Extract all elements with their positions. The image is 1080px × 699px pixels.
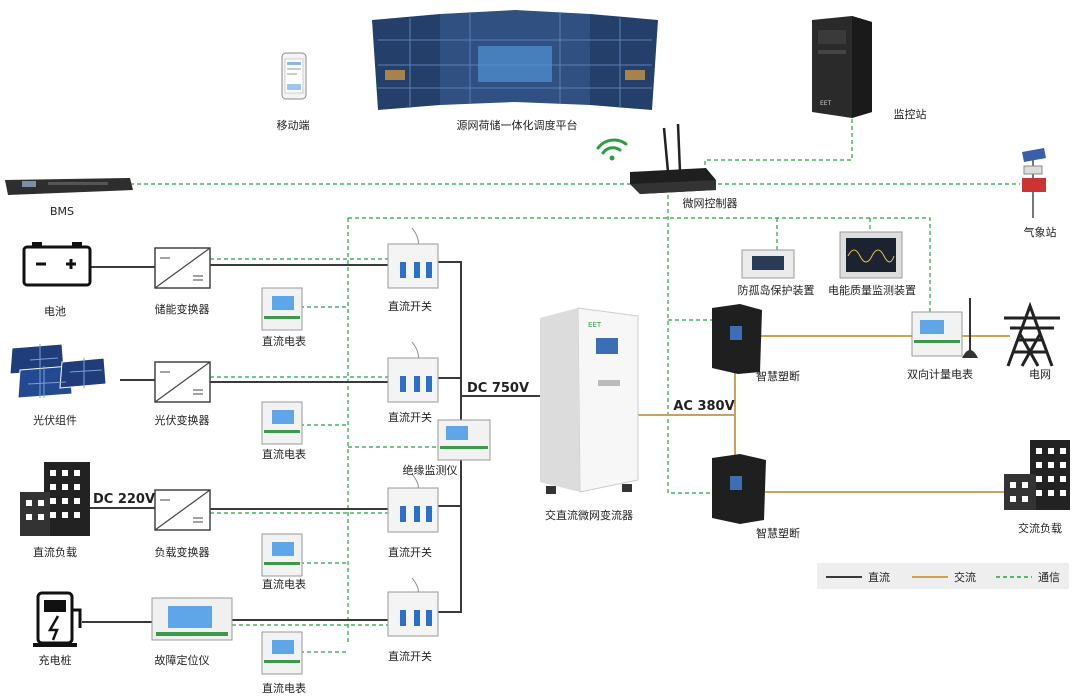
dispatch-platform-screens xyxy=(372,10,658,110)
pv-panel-icon xyxy=(9,343,107,399)
bms-rack-icon xyxy=(5,178,133,195)
phone-icon xyxy=(281,52,307,100)
pq-monitor-label: 电能质量监测装置 xyxy=(828,283,916,297)
wifi-icon xyxy=(596,138,628,161)
pq-monitor-icon xyxy=(839,231,903,279)
breaker-label-2: 智慧塑断 xyxy=(756,526,800,540)
dc-meter-label-3: 直流电表 xyxy=(262,577,306,591)
controller-label: 微网控制器 xyxy=(683,196,738,210)
grid-label: 电网 xyxy=(1029,368,1051,381)
mobile-label: 移动端 xyxy=(277,119,310,132)
battery-icon xyxy=(22,242,92,287)
monitor-station-label: 监控站 xyxy=(894,107,927,121)
switch-icon xyxy=(387,473,439,533)
converter-icon xyxy=(154,489,211,531)
load-conv-label: 负载变换器 xyxy=(155,545,210,559)
dc-switch-label-1: 直流开关 xyxy=(388,299,432,313)
meter-icon xyxy=(261,401,303,445)
dc220-label: DC 220V xyxy=(93,492,155,507)
converter-cabinet-icon: EET xyxy=(540,307,639,494)
meter-icon xyxy=(261,631,303,675)
dc-switch-label-4: 直流开关 xyxy=(388,649,432,663)
pylon-icon xyxy=(1004,301,1060,367)
fault-locator-label: 故障定位仪 xyxy=(155,653,210,667)
converter-label: 交直流微网变流器 xyxy=(545,508,633,522)
dc-load-label: 直流负载 xyxy=(33,545,77,559)
storage-conv-label: 储能变换器 xyxy=(155,302,210,316)
switch-icon xyxy=(387,577,439,637)
dc-switch-label-3: 直流开关 xyxy=(388,545,432,559)
dc750-label: DC 750V xyxy=(467,381,529,396)
platform-label: 源网荷储一体化调度平台 xyxy=(457,118,578,132)
battery-label: 电池 xyxy=(44,305,66,318)
charger-label: 充电桩 xyxy=(39,653,72,667)
server-icon: EET xyxy=(812,16,872,118)
fault-locator-icon xyxy=(151,597,233,641)
dc-meter-label-4: 直流电表 xyxy=(262,681,306,695)
switch-icon xyxy=(387,341,439,403)
router-icon xyxy=(630,123,716,194)
legend-dc: 直流 xyxy=(868,570,890,584)
legend-comm: 通信 xyxy=(1038,571,1060,584)
pv-conv-label: 光伏变换器 xyxy=(155,413,210,427)
legend: 直流 交流 通信 xyxy=(817,563,1069,589)
pv-label: 光伏组件 xyxy=(33,413,77,427)
ac-load-label: 交流负载 xyxy=(1018,521,1062,535)
bidirectional-meter-icon xyxy=(911,298,978,358)
meter-icon xyxy=(261,533,303,577)
anti-island-device-icon xyxy=(741,249,795,279)
legend-ac: 交流 xyxy=(954,570,976,584)
charging-pile-icon xyxy=(33,591,82,647)
breaker-icon xyxy=(712,304,762,374)
svg-text:EET: EET xyxy=(820,100,832,107)
ac380-label: AC 380V xyxy=(673,399,734,414)
bi-meter-label: 双向计量电表 xyxy=(907,367,973,381)
bms-label: BMS xyxy=(50,205,74,218)
meter-icon xyxy=(261,287,303,331)
weather-station-icon xyxy=(1022,148,1046,218)
building-icon xyxy=(20,462,90,536)
weather-label: 气象站 xyxy=(1024,225,1057,239)
dc-switch-label-2: 直流开关 xyxy=(388,410,432,424)
dc-meter-label-2: 直流电表 xyxy=(262,447,306,461)
converter-brand: EET xyxy=(588,321,602,329)
ac-lines xyxy=(636,335,1010,493)
switch-icon xyxy=(387,227,439,289)
dc-meter-label-1: 直流电表 xyxy=(262,334,306,348)
comm-lines xyxy=(130,118,1020,653)
insulation-monitor-icon xyxy=(437,419,491,461)
insulation-label: 绝缘监测仪 xyxy=(403,463,458,477)
converter-icon xyxy=(154,247,211,289)
anti-island-label: 防孤岛保护装置 xyxy=(738,283,815,297)
breaker-label-1: 智慧塑断 xyxy=(756,369,800,383)
building-icon xyxy=(1004,440,1070,510)
converter-icon xyxy=(154,361,211,403)
breaker-icon xyxy=(712,454,766,524)
